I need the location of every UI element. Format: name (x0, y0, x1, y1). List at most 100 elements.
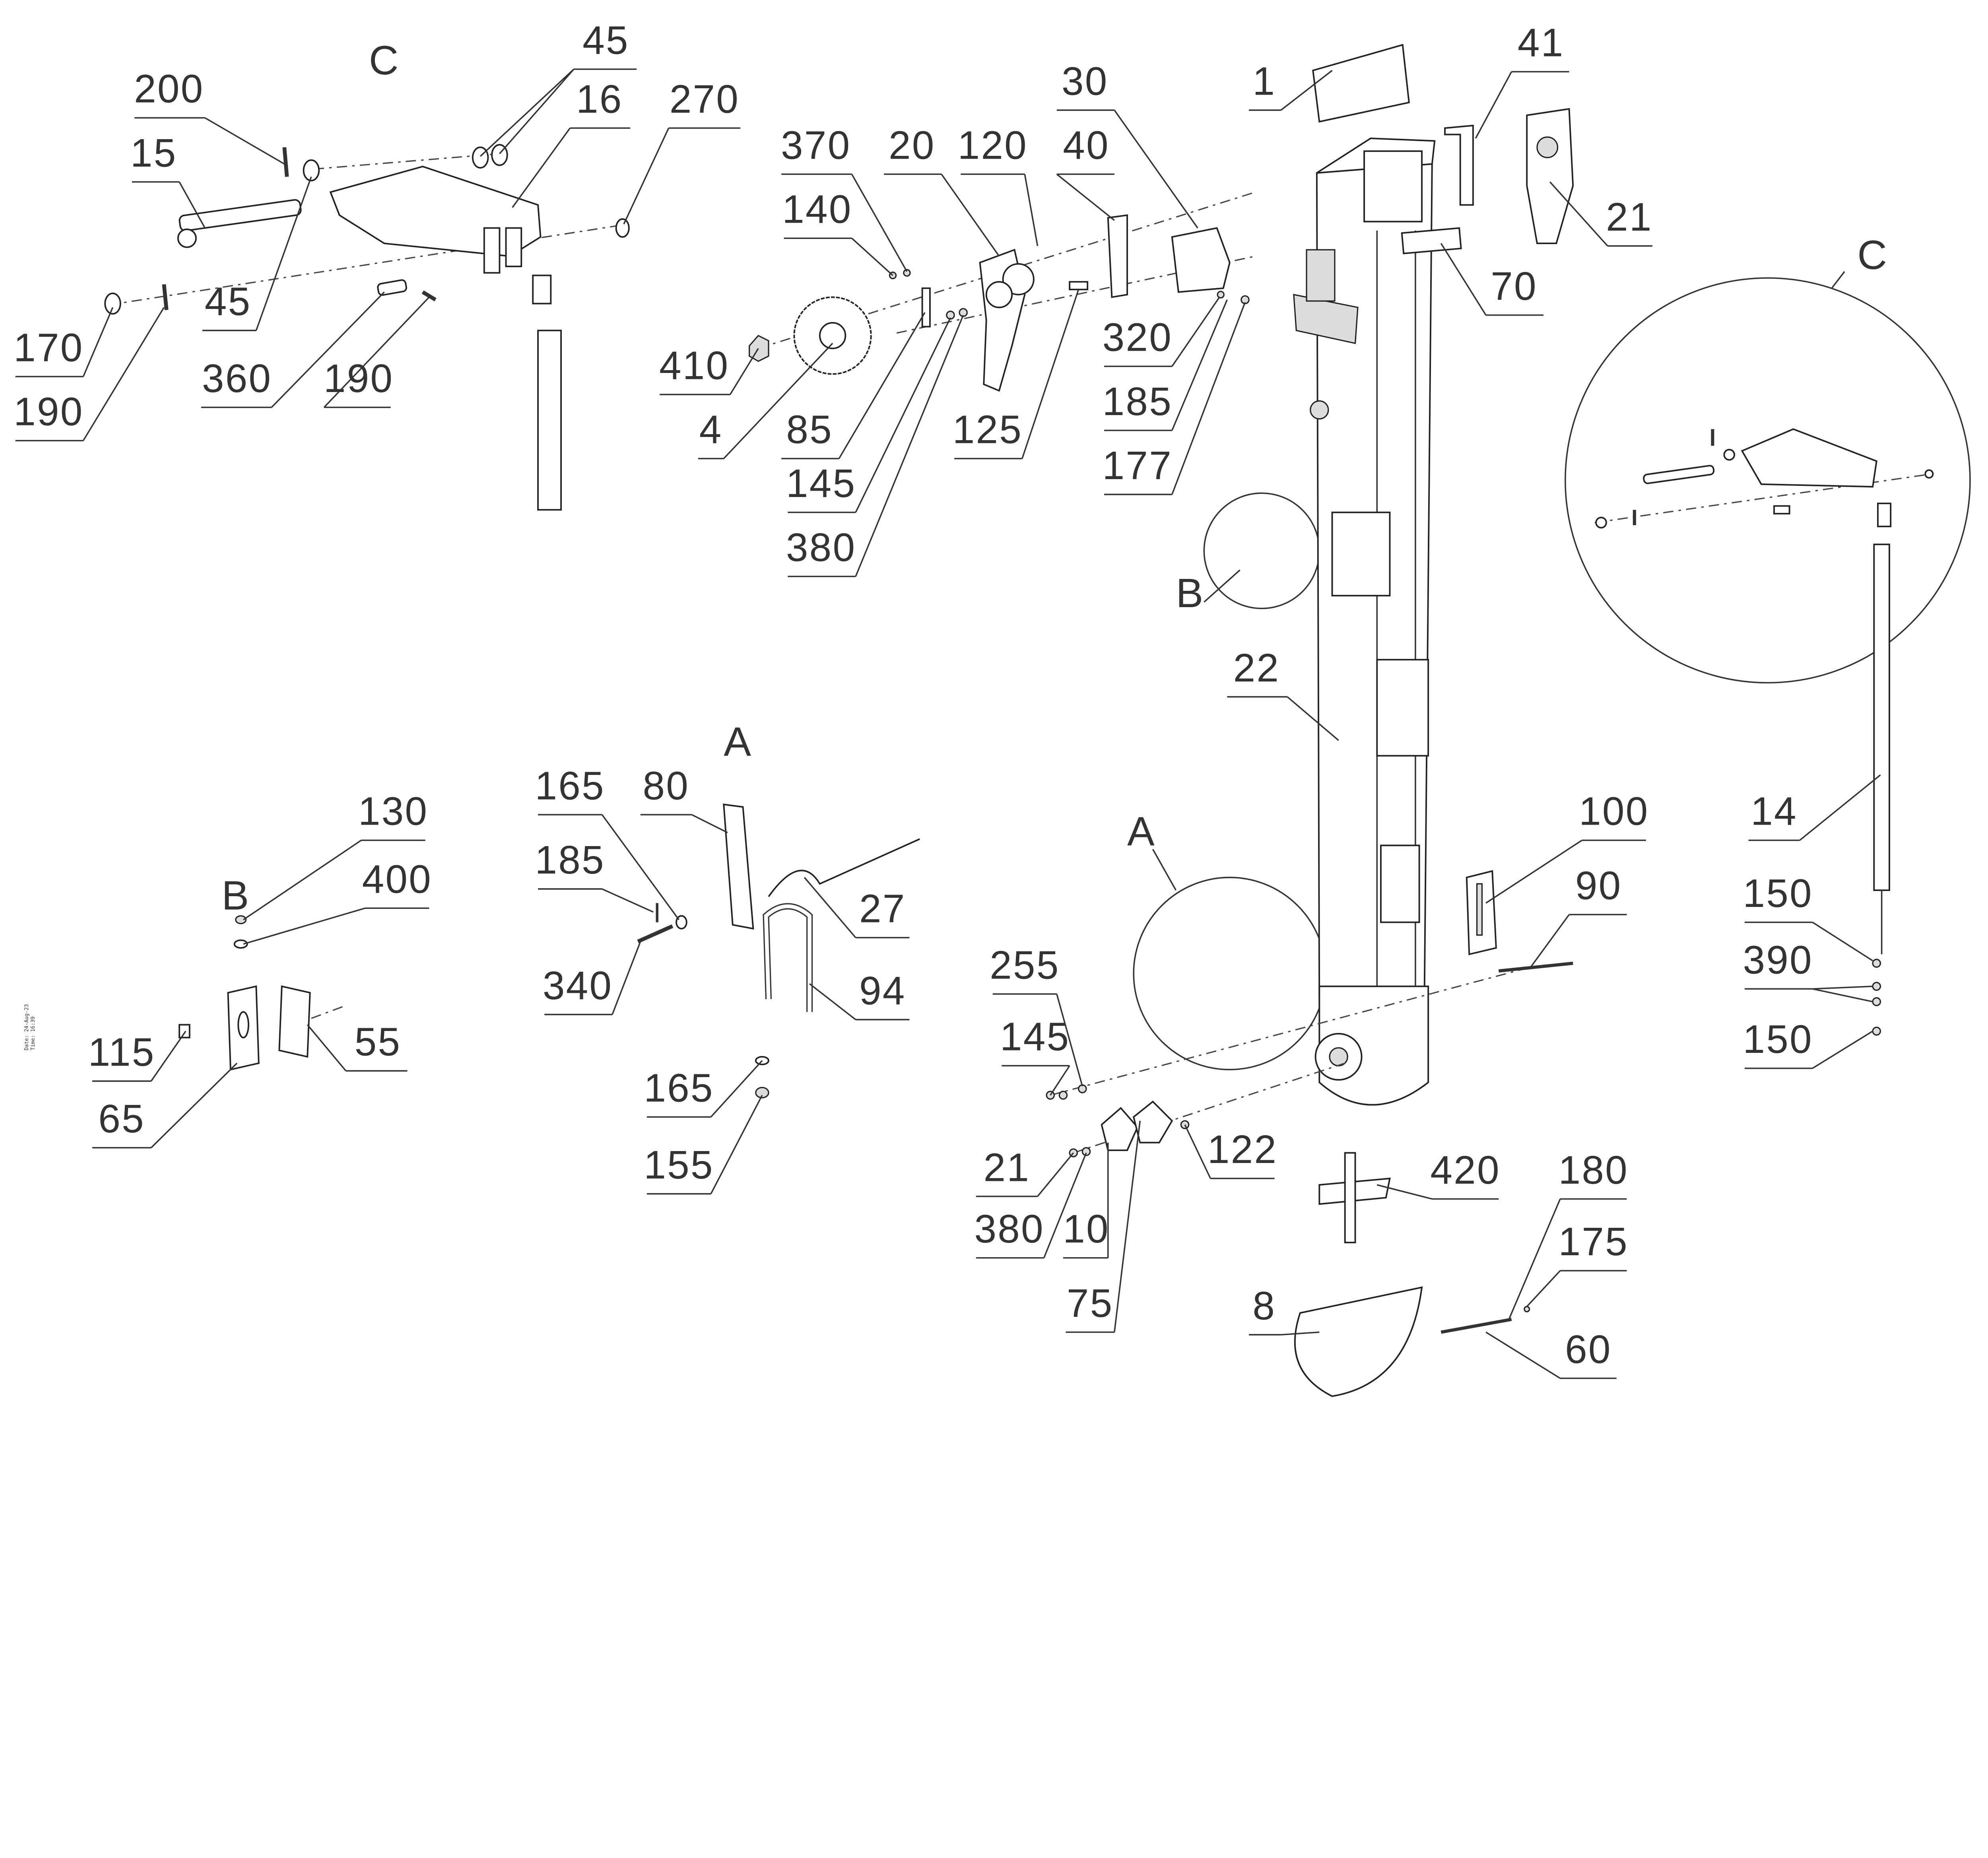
callout: 40 (1056, 123, 1115, 221)
detail-circle-b (1203, 492, 1320, 610)
callout: 115 (88, 1030, 186, 1082)
callout: 21 (976, 1145, 1074, 1197)
callout: 185 (535, 838, 654, 913)
callout: 90 (1530, 864, 1627, 968)
callout-leader-line (723, 343, 833, 459)
callout-leader-line (602, 888, 654, 913)
callout-leader-line (1376, 1184, 1433, 1200)
callout-number: 370 (781, 123, 851, 167)
callout-number: 120 (958, 123, 1028, 167)
callout-leader-line (1812, 922, 1873, 961)
callout-leader-line (1184, 1124, 1211, 1179)
callout-number: 16 (576, 78, 623, 122)
detail-ref-c: C (1857, 232, 1887, 278)
callout-number: 150 (1743, 872, 1813, 916)
main-beam (1293, 137, 1436, 1106)
bearing-hole (1536, 136, 1559, 158)
callout-number: 145 (1000, 1015, 1070, 1059)
callout: 45 (480, 18, 637, 157)
callout: 94 (809, 969, 910, 1021)
callout: 80 (640, 764, 728, 833)
callout: 1 (1249, 59, 1333, 111)
callout-leader-line (1475, 71, 1512, 139)
callout-number: 40 (1063, 123, 1110, 167)
callout: 120 (958, 123, 1039, 246)
callout-leader-line (623, 128, 670, 225)
callout-number: 70 (1491, 264, 1538, 309)
callout-number: 55 (355, 1020, 402, 1064)
part-41-bracket (1444, 124, 1474, 206)
callout: 370 (781, 123, 908, 272)
callout: 360 (201, 291, 385, 408)
callout-number: 41 (1518, 21, 1565, 65)
callout-number: 145 (786, 462, 856, 506)
callout-leader-line (82, 307, 165, 441)
assembly-a (637, 803, 920, 1099)
callout-leader-line (271, 291, 385, 408)
callout: 55 (307, 1020, 408, 1072)
view-title-c: C (369, 37, 398, 83)
callout: 140 (782, 188, 893, 276)
callout-number: 80 (643, 764, 689, 808)
callout-number: 14 (1751, 790, 1798, 834)
callout-number: 122 (1208, 1128, 1277, 1172)
callout-leader-line (1021, 289, 1079, 459)
callout-leader-line (1530, 914, 1570, 968)
callout: 155 (644, 1095, 763, 1195)
callout: 27 (804, 877, 910, 939)
callout-number: 8 (1252, 1284, 1276, 1328)
callout-leader-line (480, 68, 575, 157)
callout: 150 (1743, 1017, 1873, 1069)
callout-leader-line (179, 181, 206, 229)
callout-number: 200 (134, 67, 204, 111)
detail-ref-a: A (1127, 808, 1155, 854)
callout-leader-line (710, 1060, 763, 1118)
callout-number: 27 (859, 887, 906, 931)
callout-number: 165 (644, 1066, 714, 1111)
callout-number: 10 (1063, 1207, 1110, 1251)
callout: 8 (1249, 1284, 1320, 1336)
callout: 270 (623, 78, 741, 225)
callout-leader-line (1056, 173, 1115, 221)
callout: 45 (202, 176, 312, 331)
detail-ref-a-leader (1152, 849, 1177, 891)
assembly-c-reference (1594, 428, 1934, 1036)
callout: 165 (535, 764, 679, 920)
callout-number: 65 (98, 1097, 145, 1141)
callout-number: 140 (782, 188, 852, 232)
callout: 190 (323, 297, 430, 408)
callout-number: 360 (202, 357, 272, 401)
callout: 410 (659, 344, 759, 396)
detail-circle-c (1565, 277, 1971, 683)
callout-number: 180 (1559, 1148, 1629, 1192)
callout-leader-line (804, 877, 856, 938)
callout: 21 (1549, 181, 1652, 247)
callout-leader-line (1171, 299, 1228, 431)
callout-leader-line (255, 176, 312, 331)
callout-number: 255 (990, 943, 1060, 987)
callout-leader-line (855, 317, 951, 513)
callout: 190 (14, 307, 165, 442)
callout-number: 155 (644, 1143, 714, 1187)
callout-leader-line (1812, 1030, 1873, 1069)
callout-number: 380 (975, 1207, 1044, 1251)
callout-number: 85 (786, 408, 833, 452)
callout-leader-line (1485, 1332, 1561, 1379)
callout-number: 22 (1233, 646, 1280, 690)
callout: 150 (1743, 872, 1873, 961)
callout: 177 (1103, 302, 1246, 495)
stamp-date: Date: 24-Aug-23 (24, 1004, 30, 1050)
callout-number: 270 (670, 78, 740, 122)
callout-leader-line (1549, 181, 1608, 247)
callout-leader-line (1037, 1152, 1074, 1197)
callout-number: 20 (889, 123, 936, 167)
callout-leader-line (1056, 994, 1083, 1087)
callout: 10 (1063, 1142, 1110, 1259)
part-1-cover (1312, 44, 1410, 123)
callout-number: 420 (1430, 1148, 1500, 1192)
callout-leader-line (150, 1062, 238, 1148)
callout-number: 380 (786, 526, 856, 570)
callout-leader-line (243, 839, 362, 920)
callout: 41 (1475, 21, 1569, 139)
